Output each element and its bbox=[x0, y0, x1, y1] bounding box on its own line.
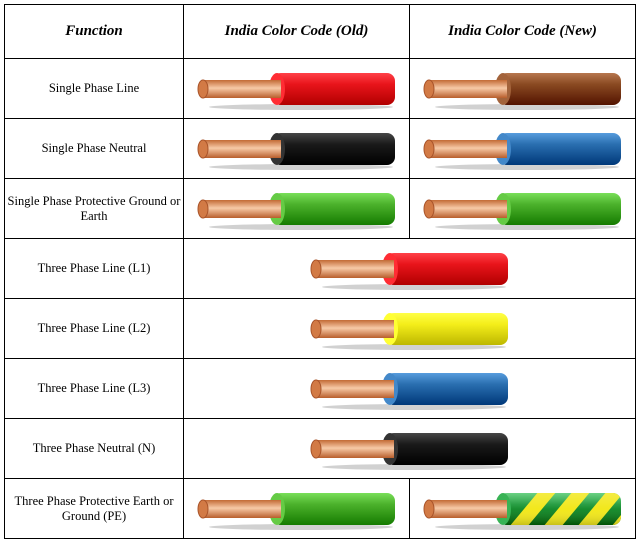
wire-green-icon bbox=[191, 487, 403, 531]
table-row: Three Phase Line (L1) bbox=[4, 238, 636, 299]
wire-green-icon bbox=[417, 187, 629, 231]
table-row: Three Phase Protective Earth or Ground (… bbox=[4, 478, 636, 539]
function-label: Three Phase Neutral (N) bbox=[4, 418, 184, 479]
wire-cell bbox=[409, 58, 636, 119]
function-label: Single Phase Protective Ground or Earth bbox=[4, 178, 184, 239]
table-row: Three Phase Neutral (N) bbox=[4, 418, 636, 479]
table-row: Three Phase Line (L2) bbox=[4, 298, 636, 359]
wire-cell bbox=[183, 358, 636, 419]
function-label: Single Phase Line bbox=[4, 58, 184, 119]
wire-green-yellow-striped-icon bbox=[417, 487, 629, 531]
header-function: Function bbox=[4, 4, 184, 59]
wire-cell bbox=[183, 58, 410, 119]
table-row: Single Phase Line bbox=[4, 58, 636, 119]
function-label: Three Phase Line (L3) bbox=[4, 358, 184, 419]
wire-cell bbox=[409, 118, 636, 179]
wire-red-icon bbox=[304, 247, 516, 291]
function-label: Three Phase Line (L2) bbox=[4, 298, 184, 359]
header-old: India Color Code (Old) bbox=[183, 4, 410, 59]
table-row: Single Phase Neutral bbox=[4, 118, 636, 179]
table-row: Single Phase Protective Ground or Earth bbox=[4, 178, 636, 239]
wire-yellow-icon bbox=[304, 307, 516, 351]
wire-cell bbox=[183, 238, 636, 299]
wire-green-icon bbox=[191, 187, 403, 231]
wire-cell bbox=[183, 118, 410, 179]
wire-brown-icon bbox=[417, 67, 629, 111]
wire-blue-icon bbox=[417, 127, 629, 171]
function-label: Three Phase Line (L1) bbox=[4, 238, 184, 299]
wire-blue-icon bbox=[304, 367, 516, 411]
header-new: India Color Code (New) bbox=[409, 4, 636, 59]
wire-cell bbox=[183, 178, 410, 239]
wire-cell bbox=[183, 418, 636, 479]
wire-cell bbox=[409, 178, 636, 239]
wire-cell bbox=[183, 298, 636, 359]
color-code-table: Function India Color Code (Old) India Co… bbox=[4, 4, 636, 539]
function-label: Three Phase Protective Earth or Ground (… bbox=[4, 478, 184, 539]
wire-red-icon bbox=[191, 67, 403, 111]
wire-black-icon bbox=[191, 127, 403, 171]
wire-black-icon bbox=[304, 427, 516, 471]
table-row: Three Phase Line (L3) bbox=[4, 358, 636, 419]
function-label: Single Phase Neutral bbox=[4, 118, 184, 179]
wire-cell bbox=[409, 478, 636, 539]
wire-cell bbox=[183, 478, 410, 539]
